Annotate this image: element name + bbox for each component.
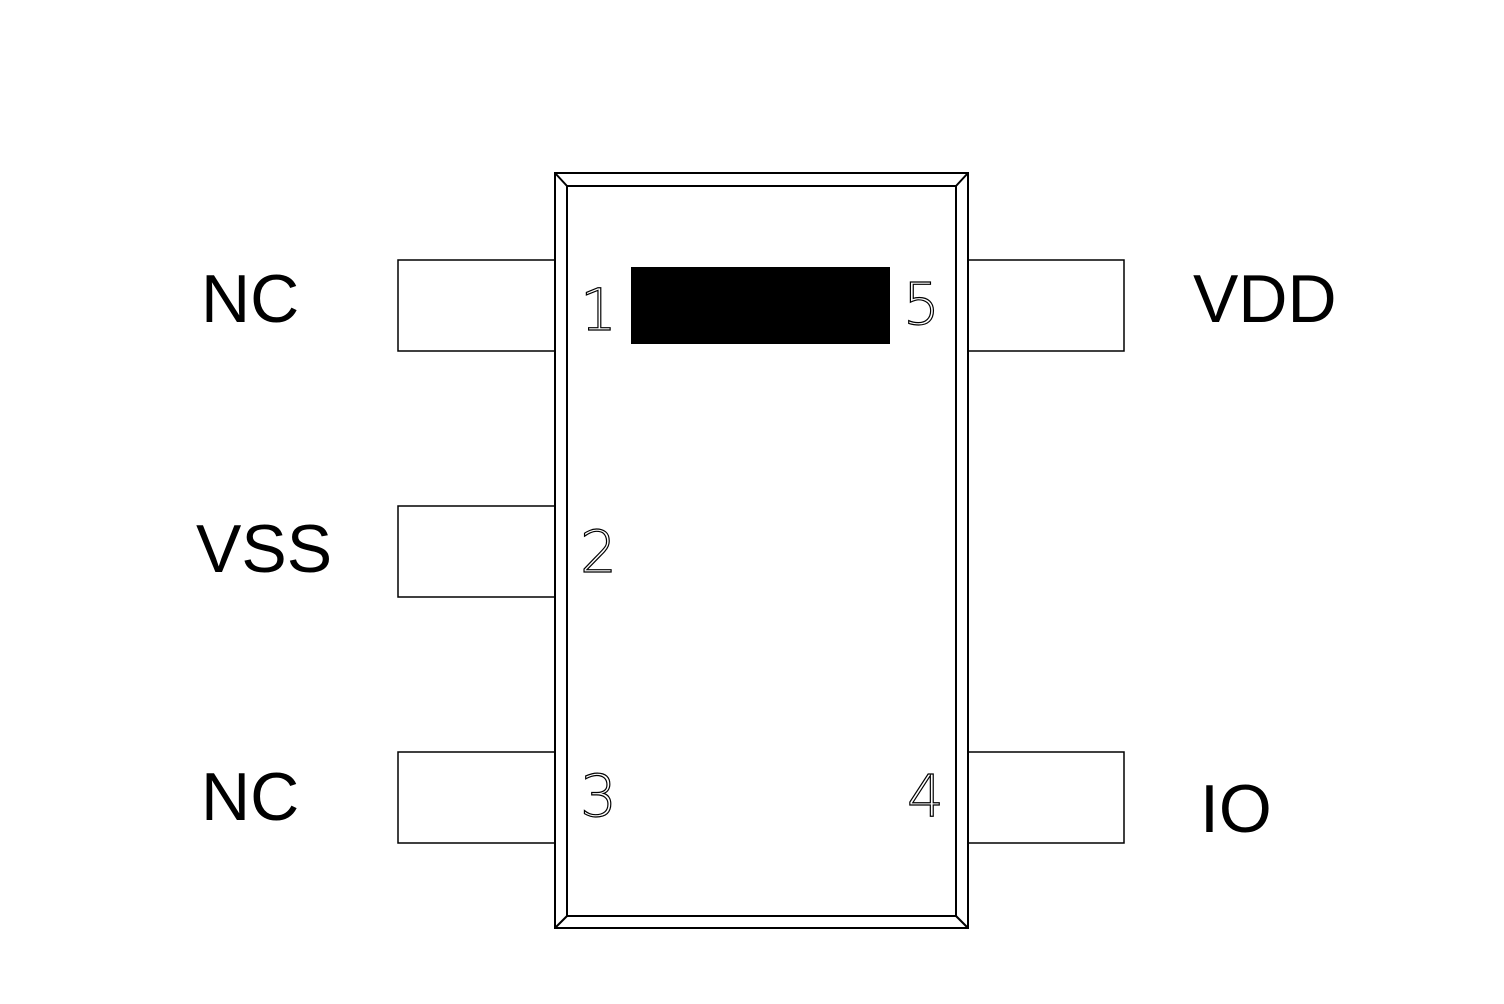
pin-lead-4 [967,751,1125,844]
pin-numbers: 1 2 3 4 5 [579,269,944,830]
pin-lead-3 [397,751,556,844]
bevel-corner-tl [554,172,568,187]
pin-label-2: VSS [196,511,332,587]
pin-number-1: 1 [580,276,617,344]
bevel-corner-br [955,915,969,929]
pin-label-4: IO [1200,771,1272,847]
pin-lead-2 [397,505,556,598]
pin-number-2: 2 [580,518,617,586]
pin-labels: NC VSS NC IO VDD [196,261,1337,847]
bevel-corner-bl [554,915,568,929]
pin-label-1: NC [201,261,299,337]
pin-number-3: 3 [580,762,617,830]
pin-lead-1 [397,259,556,352]
pin1-orientation-marker [631,267,890,344]
pin-lead-5 [967,259,1125,352]
package-inner-outline [566,185,957,917]
bevel-corner-tr [955,172,969,187]
pin-number-4: 4 [907,762,944,830]
pin-number-5: 5 [903,270,940,338]
pin-label-3: NC [201,759,299,835]
pin-label-5: VDD [1193,261,1337,337]
pin-leads [397,259,1125,844]
